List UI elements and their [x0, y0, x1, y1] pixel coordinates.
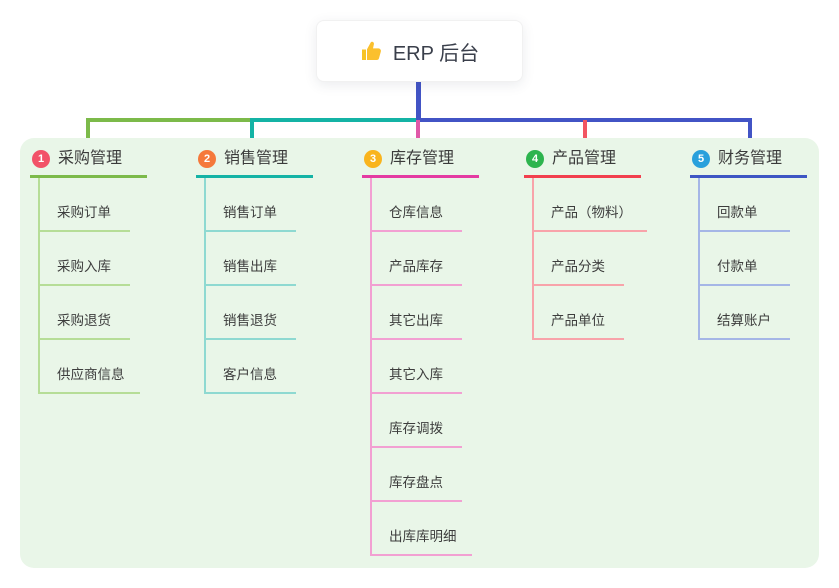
branch-item[interactable]: 销售退货	[206, 286, 296, 340]
branch-item[interactable]: 其它入库	[372, 340, 462, 394]
branch-item[interactable]: 客户信息	[206, 340, 296, 394]
branch-item[interactable]: 销售订单	[206, 178, 296, 232]
root-node[interactable]: ERP 后台	[316, 20, 523, 82]
branch-product: 4 产品管理 产品（物料） 产品分类 产品单位	[524, 148, 647, 340]
branch-item[interactable]: 产品库存	[372, 232, 462, 286]
branch-item[interactable]: 采购入库	[40, 232, 130, 286]
branch-header-purchase[interactable]: 1 采购管理	[30, 148, 147, 178]
branch-number-badge: 3	[364, 150, 382, 168]
branch-label: 采购管理	[58, 150, 123, 167]
branch-number-badge: 1	[32, 150, 50, 168]
branch-item[interactable]: 销售出库	[206, 232, 296, 286]
branch-drop-line-finance	[748, 120, 752, 148]
branch-item[interactable]: 采购退货	[40, 286, 130, 340]
branch-item[interactable]: 供应商信息	[40, 340, 140, 394]
branch-number-badge: 4	[526, 150, 544, 168]
bus-segment-green	[86, 118, 254, 122]
branch-item[interactable]: 采购订单	[40, 178, 130, 232]
branch-item[interactable]: 仓库信息	[372, 178, 462, 232]
branch-label: 库存管理	[390, 150, 455, 167]
thumbs-up-icon	[360, 39, 384, 63]
branch-children: 采购订单 采购入库 采购退货 供应商信息	[38, 178, 140, 394]
root-connector-line	[416, 82, 421, 120]
branch-drop-line-inventory	[416, 120, 420, 148]
branch-header-product[interactable]: 4 产品管理	[524, 148, 641, 178]
branch-children: 销售订单 销售出库 销售退货 客户信息	[204, 178, 296, 394]
branch-label: 销售管理	[224, 150, 289, 167]
branch-item[interactable]: 产品单位	[534, 286, 624, 340]
branch-header-sales[interactable]: 2 销售管理	[196, 148, 313, 178]
branch-number-badge: 2	[198, 150, 216, 168]
branch-item[interactable]: 出库库明细	[372, 502, 472, 556]
branch-number-badge: 5	[692, 150, 710, 168]
branch-drop-line-purchase	[86, 120, 90, 148]
branch-label: 财务管理	[718, 150, 783, 167]
branch-drop-line-sales	[250, 120, 254, 148]
branch-item[interactable]: 库存盘点	[372, 448, 462, 502]
root-title: ERP 后台	[392, 42, 480, 65]
branch-children: 产品（物料） 产品分类 产品单位	[532, 178, 647, 340]
branch-finance: 5 财务管理 回款单 付款单 结算账户	[690, 148, 807, 340]
branch-item[interactable]: 回款单	[700, 178, 790, 232]
mindmap-panel: 1 采购管理 采购订单 采购入库 采购退货 供应商信息 2 销售管理 销售订单 …	[20, 138, 819, 568]
branch-header-finance[interactable]: 5 财务管理	[690, 148, 807, 178]
branch-item[interactable]: 库存调拨	[372, 394, 462, 448]
branch-item[interactable]: 结算账户	[700, 286, 790, 340]
bus-segment-teal	[250, 118, 418, 122]
branch-item[interactable]: 产品（物料）	[534, 178, 647, 232]
branch-item[interactable]: 其它出库	[372, 286, 462, 340]
branch-item[interactable]: 付款单	[700, 232, 790, 286]
branch-header-inventory[interactable]: 3 库存管理	[362, 148, 479, 178]
branch-purchase: 1 采购管理 采购订单 采购入库 采购退货 供应商信息	[30, 148, 147, 394]
branch-label: 产品管理	[552, 150, 617, 167]
branch-drop-line-product	[583, 120, 587, 148]
branch-sales: 2 销售管理 销售订单 销售出库 销售退货 客户信息	[196, 148, 313, 394]
branch-children: 回款单 付款单 结算账户	[698, 178, 790, 340]
branch-inventory: 3 库存管理 仓库信息 产品库存 其它出库 其它入库 库存调拨 库存盘点 出库库…	[362, 148, 479, 556]
branch-children: 仓库信息 产品库存 其它出库 其它入库 库存调拨 库存盘点 出库库明细	[370, 178, 472, 556]
branch-item[interactable]: 产品分类	[534, 232, 624, 286]
